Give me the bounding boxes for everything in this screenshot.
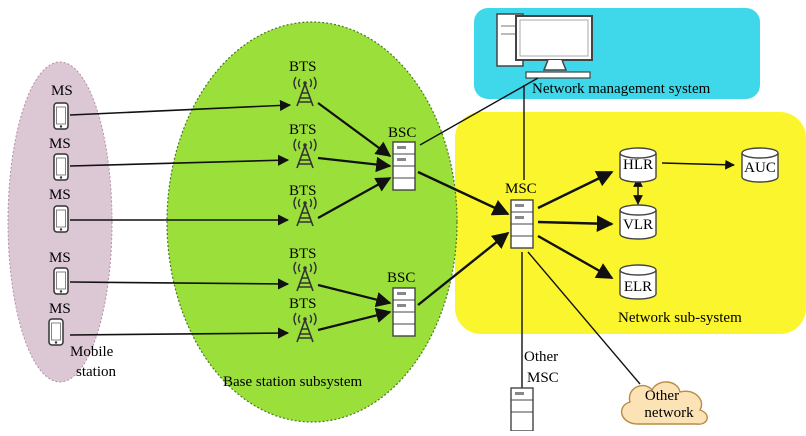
ms-node-3 — [53, 205, 69, 233]
computer-icon — [496, 13, 593, 79]
link-ms2-bts2 — [69, 154, 290, 167]
other-msc-label-line1: Other — [524, 349, 558, 365]
auc-label: AUC — [744, 160, 776, 176]
link-bts2-bsc1 — [317, 156, 392, 173]
ms-node-2 — [53, 153, 69, 181]
ms-node-1 — [53, 102, 69, 130]
link-bts1-bsc1 — [317, 102, 392, 157]
bss-label: Base station subsystem — [223, 374, 362, 390]
link-msc-other-network — [527, 251, 641, 385]
link-bts4-bsc2 — [317, 283, 392, 308]
ms-label-5: MS — [49, 301, 71, 317]
bsc-server-icon-1 — [392, 141, 416, 191]
bts-label-2: BTS — [289, 122, 317, 138]
link-bts5-bsc2 — [317, 307, 392, 332]
other-msc-server-icon — [510, 387, 534, 432]
bts-to-bsc-links — [317, 102, 392, 332]
hlr-label: HLR — [623, 157, 653, 173]
link-ms4-bts4 — [69, 278, 290, 290]
other-network-label-line1: Other — [645, 388, 679, 404]
ms-to-bts-links — [69, 99, 292, 339]
elr-label: ELR — [624, 279, 652, 295]
bts-label-5: BTS — [289, 296, 317, 312]
link-bsc1-nms — [419, 77, 539, 146]
other-msc-label-line2: MSC — [527, 370, 559, 386]
ms-label-1: MS — [51, 83, 73, 99]
link-msc-hlr — [537, 170, 614, 210]
nms-label: Network management system — [532, 81, 711, 97]
link-hlr-auc — [661, 159, 735, 170]
nss-label: Network sub-system — [618, 310, 742, 326]
bsc-label-2: BSC — [387, 270, 415, 286]
core-links — [417, 77, 735, 388]
link-bsc1-msc — [417, 170, 510, 216]
link-bsc2-msc — [417, 231, 510, 306]
bts-label-3: BTS — [289, 183, 317, 199]
ms-label-4: MS — [49, 250, 71, 266]
link-ms5-bts5 — [69, 327, 290, 339]
mobile-station-label-line1: Mobile — [70, 344, 114, 360]
link-msc-elr — [537, 234, 614, 280]
ms-label-2: MS — [49, 136, 71, 152]
bts-label-4: BTS — [289, 246, 317, 262]
msc-server-icon — [510, 199, 534, 249]
ms-label-3: MS — [49, 187, 71, 203]
other-network-cloud-icon — [620, 381, 708, 425]
link-msc-vlr — [537, 215, 614, 232]
vlr-label: VLR — [623, 217, 653, 233]
msc-label: MSC — [505, 181, 537, 197]
ms-node-4 — [53, 267, 69, 295]
mobile-station-label-line2: station — [76, 364, 116, 380]
other-network-label-line2: network — [644, 405, 694, 421]
link-bts3-bsc1 — [317, 177, 392, 219]
bsc-server-icon-2 — [392, 287, 416, 337]
bsc-label-1: BSC — [388, 125, 416, 141]
link-ms1-bts1 — [69, 99, 292, 116]
bts-label-1: BTS — [289, 59, 317, 75]
ms-node-5 — [48, 318, 64, 346]
